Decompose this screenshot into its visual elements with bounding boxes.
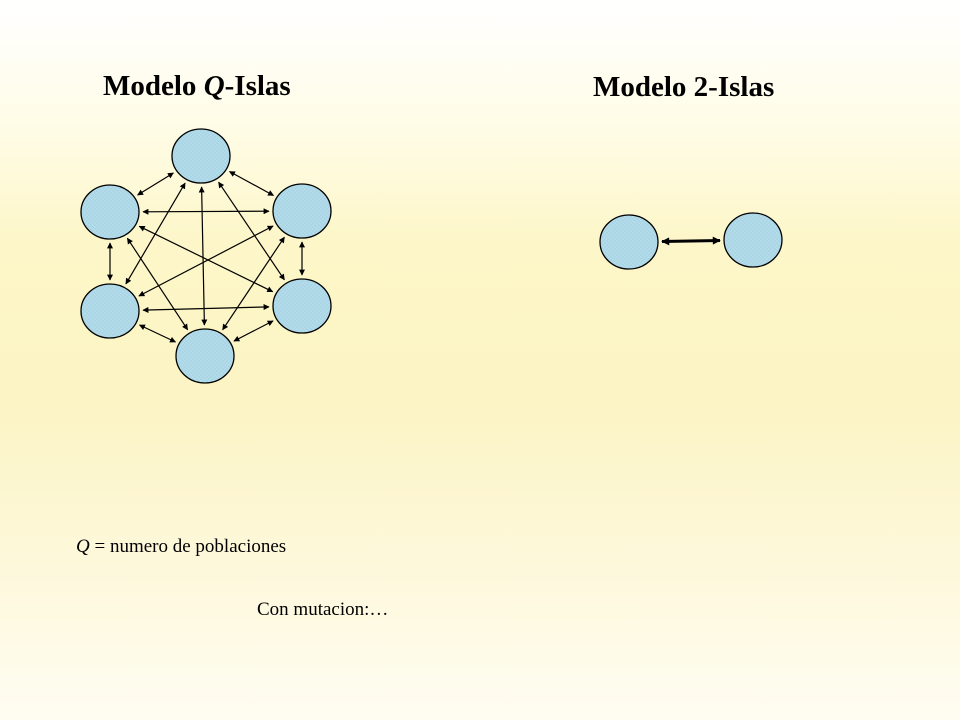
- q-migration-arrow-2-5: [138, 225, 274, 293]
- q-islands-title-suffix: -Islas: [224, 70, 291, 102]
- q-migration-arrows: [107, 170, 305, 343]
- q-migration-arrow-2-4: [142, 304, 270, 313]
- q-islands-title-prefix: Modelo: [103, 70, 204, 102]
- mutation-caption: Con mutacion:…: [257, 599, 389, 620]
- q-migration-arrow-0-1: [228, 170, 275, 197]
- q-definition-text: = numero de poblaciones: [89, 536, 287, 557]
- q-definition-caption: Q = numero de poblaciones: [76, 537, 286, 556]
- q-islands-group: [80, 128, 332, 384]
- q-migration-arrow-2-3: [233, 320, 274, 342]
- q-migration-arrow-0-3: [198, 186, 208, 326]
- q-island-4: [175, 328, 235, 384]
- q-migration-arrow-0-2: [218, 181, 285, 281]
- q-migration-arrow-1-5: [142, 208, 270, 215]
- q-migration-arrow-0-5: [137, 172, 174, 196]
- q-island-2: [272, 183, 332, 239]
- two-islands-group: [599, 212, 783, 270]
- two-islands-title: Modelo 2-Islas: [593, 71, 775, 103]
- q-migration-arrow-3-5: [126, 237, 189, 331]
- q-island-5: [80, 283, 140, 339]
- q-islands-title: Modelo Q-Islas: [103, 72, 291, 101]
- two-island-2: [723, 212, 783, 268]
- q-island-6: [80, 184, 140, 240]
- two-migration-arrow: [661, 236, 721, 246]
- two-migration-arrows: [661, 236, 721, 246]
- two-island-1: [599, 214, 659, 270]
- q-symbol: Q: [76, 536, 90, 557]
- q-island-1: [171, 128, 231, 184]
- q-island-3: [272, 278, 332, 334]
- q-islands-title-variable: Q: [203, 70, 225, 102]
- q-migration-arrow-3-4: [138, 324, 177, 343]
